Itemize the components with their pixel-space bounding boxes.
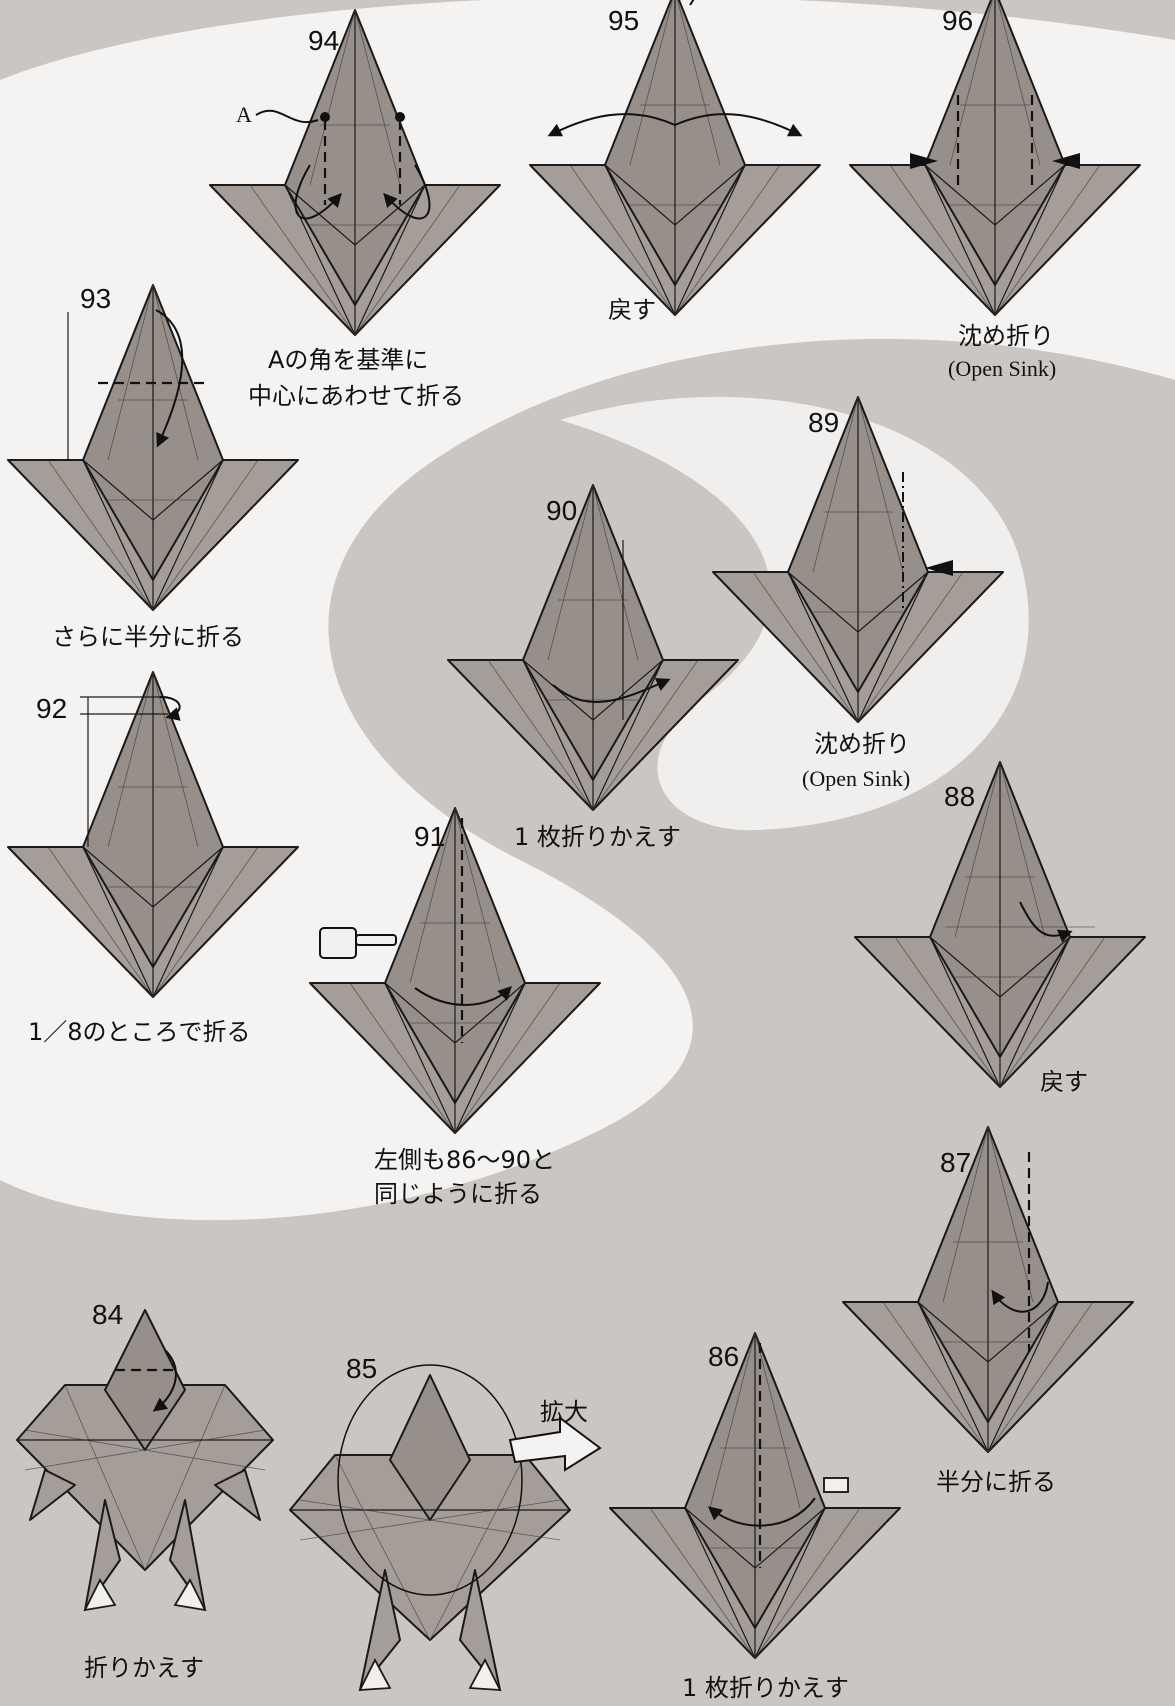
swirl-band — [0, 0, 1175, 1221]
step-95-model — [529, 0, 821, 316]
point-a-label: A — [236, 102, 252, 127]
step-90-caption: 1 枚折りかえす — [514, 823, 681, 851]
step-95-number: 95 — [608, 5, 639, 36]
step-84-number: 84 — [92, 1299, 123, 1330]
zoom-arrow — [508, 1416, 602, 1472]
step-92-number: 92 — [36, 693, 67, 724]
step-95-caption: 戻す — [608, 296, 656, 324]
step-96-model — [849, 0, 1141, 316]
step-87-model — [842, 1126, 1134, 1453]
step-94-caption-line2: 中心にあわせて折る — [248, 382, 464, 410]
step-94-number: 94 — [308, 25, 339, 56]
step-96-caption: 沈め折り — [958, 322, 1054, 350]
step-88-number: 88 — [944, 781, 975, 812]
step-94-model — [209, 9, 501, 336]
step-90-number: 90 — [546, 495, 577, 526]
step-96-number: 96 — [942, 5, 973, 36]
step-84-model — [16, 1309, 274, 1612]
step-94-caption-line1: Aの角を基準に — [268, 346, 428, 374]
step-91-caption-line2: 同じように折る — [374, 1180, 542, 1208]
step-92-caption: 1／8のところで折る — [28, 1018, 251, 1046]
step-89-model — [712, 396, 1004, 723]
step-88-caption: 戻す — [1040, 1068, 1088, 1096]
step-90-model — [447, 484, 739, 811]
step-86-number: 86 — [708, 1341, 739, 1372]
step-92-model — [7, 671, 299, 998]
step-96-caption-en: (Open Sink) — [948, 356, 1056, 381]
step-87-number: 87 — [940, 1147, 971, 1178]
point-a-pointer — [255, 109, 319, 123]
step-93-number: 93 — [80, 283, 111, 314]
step-89-caption-en: (Open Sink) — [802, 766, 910, 791]
step-87-caption: 半分に折る — [936, 1468, 1056, 1496]
step-88-model — [854, 761, 1146, 1088]
step-86-caption: 1 枚折りかえす — [682, 1674, 849, 1702]
step-84-caption: 折りかえす — [84, 1654, 204, 1682]
step-85-model — [289, 1364, 571, 1692]
step-89-number: 89 — [808, 407, 839, 438]
step-91-model — [309, 807, 601, 1134]
step-91-number: 91 — [414, 821, 445, 852]
step-85-number: 85 — [346, 1353, 377, 1384]
step-93-caption: さらに半分に折る — [52, 623, 244, 651]
step-91-caption-line1: 左側も86～90と — [374, 1146, 555, 1174]
step-93-model — [7, 284, 299, 611]
step-89-caption: 沈め折り — [814, 730, 910, 758]
step-86-model — [609, 1332, 901, 1659]
